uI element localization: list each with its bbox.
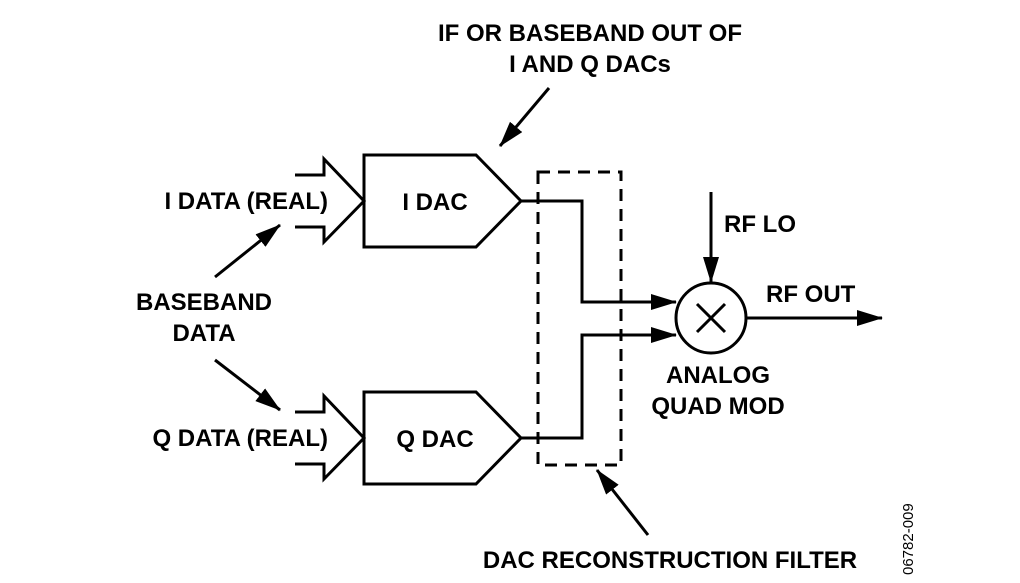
baseband-q-callout-arrow [214, 358, 281, 412]
figure-id: 06782-009 [900, 503, 917, 575]
i-data-label: I DATA (REAL) [164, 188, 328, 215]
modulator-label-2: QUAD MOD [651, 393, 784, 420]
i-signal-path [521, 199, 677, 310]
modulator-label-1: ANALOG [666, 362, 770, 389]
rf-lo-label: RF LO [724, 211, 796, 238]
if-out-label-2: I AND Q DACs [509, 51, 671, 78]
q-data-label: Q DATA (REAL) [152, 425, 328, 452]
baseband-label-1: BASEBAND [136, 289, 272, 316]
q-signal-path [521, 327, 677, 440]
mixer-cross [695, 302, 727, 334]
filter-label: DAC RECONSTRUCTION FILTER [483, 547, 857, 574]
rf-out-label: RF OUT [766, 281, 856, 308]
baseband-label-2: DATA [172, 320, 235, 347]
baseband-i-callout-arrow [214, 223, 281, 279]
if-out-callout-arrow [498, 87, 551, 147]
filter-callout-arrow [595, 469, 650, 536]
reconstruction-filter-box [536, 170, 623, 467]
if-out-label-1: IF OR BASEBAND OUT OF [438, 20, 742, 47]
q-dac-label: Q DAC [396, 426, 473, 453]
i-dac-label: I DAC [402, 189, 467, 216]
i-dac-block [362, 153, 524, 249]
q-dac-block [362, 390, 524, 486]
